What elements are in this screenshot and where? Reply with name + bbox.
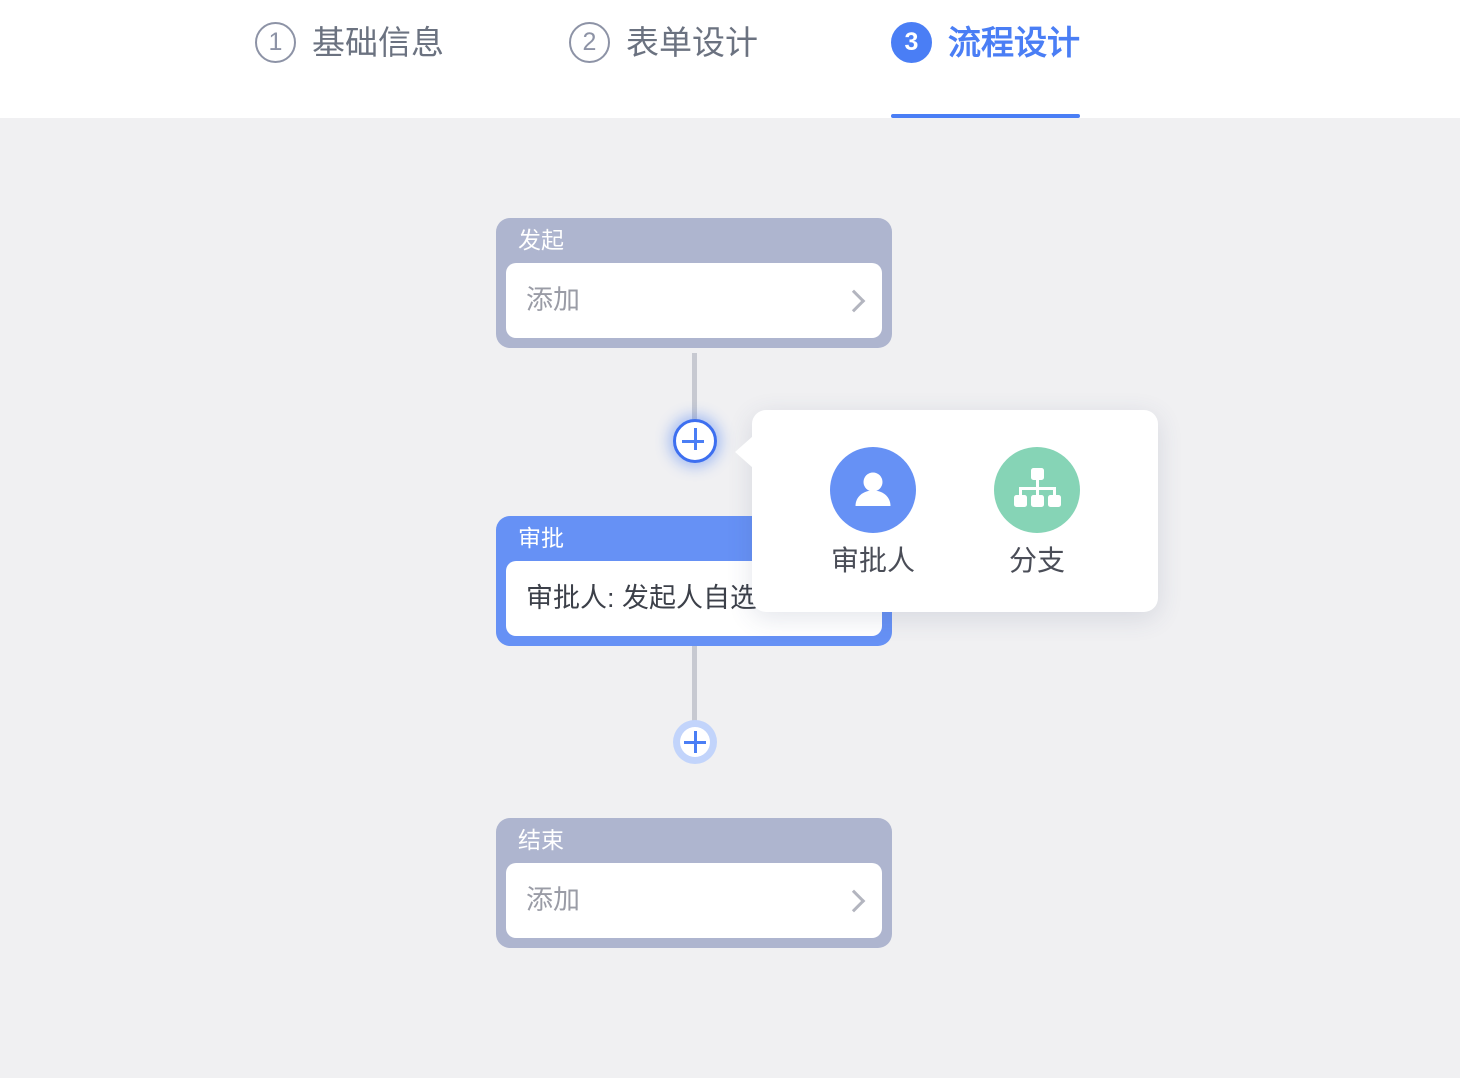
step-form-design[interactable]: 2 表单设计 (569, 0, 758, 118)
flow-node-title: 审批 (518, 525, 564, 551)
flow-node-end[interactable]: 结束 添加 (496, 818, 892, 948)
plus-icon (680, 727, 710, 757)
popup-option-branch[interactable]: 分支 (994, 447, 1080, 575)
step-number-3: 3 (891, 22, 932, 63)
flow-node-placeholder: 添加 (526, 885, 580, 915)
popup-option-approver[interactable]: 审批人 (830, 447, 916, 575)
stepper-header: 1 基础信息 2 表单设计 3 流程设计 (0, 0, 1460, 118)
flow-node-value: 审批人: 发起人自选 (526, 583, 758, 613)
chevron-right-icon (845, 888, 860, 914)
flow-node-start[interactable]: 发起 添加 (496, 218, 892, 348)
flow-node-header: 结束 (496, 818, 892, 863)
step-label-1: 基础信息 (312, 24, 444, 61)
popup-option-label: 审批人 (830, 545, 915, 576)
step-basic-info[interactable]: 1 基础信息 (255, 0, 444, 118)
flow-node-body[interactable]: 添加 (506, 863, 882, 938)
plus-icon (678, 424, 712, 458)
step-process-design[interactable]: 3 流程设计 (891, 0, 1080, 118)
step-number-2: 2 (569, 22, 610, 63)
person-icon (830, 447, 916, 533)
popup-pointer (735, 436, 753, 468)
flow-node-header: 审批 (496, 516, 892, 561)
step-label-3: 流程设计 (948, 24, 1080, 61)
add-node-button-2[interactable] (673, 720, 717, 764)
flow-canvas: 发起 添加 审批 审批人: 发起人自选 结束 添加 (0, 118, 1460, 1078)
flow-node-header: 发起 (496, 218, 892, 263)
flow-node-title: 结束 (518, 827, 564, 853)
popup-option-label: 分支 (1008, 545, 1065, 576)
step-number-1: 1 (255, 22, 296, 63)
connector-line (692, 353, 697, 453)
active-step-indicator (891, 114, 1080, 118)
flow-node-title: 发起 (518, 227, 564, 253)
flow-node-body[interactable]: 添加 (506, 263, 882, 338)
connector-line (692, 651, 697, 756)
branch-icon (994, 447, 1080, 533)
add-node-popup: 审批人 分支 (735, 410, 1158, 612)
stepper: 1 基础信息 2 表单设计 3 流程设计 (255, 0, 1080, 118)
step-label-2: 表单设计 (626, 24, 758, 61)
chevron-right-icon (845, 288, 860, 314)
add-node-button-1[interactable] (673, 419, 717, 463)
flow-node-placeholder: 添加 (526, 285, 580, 315)
